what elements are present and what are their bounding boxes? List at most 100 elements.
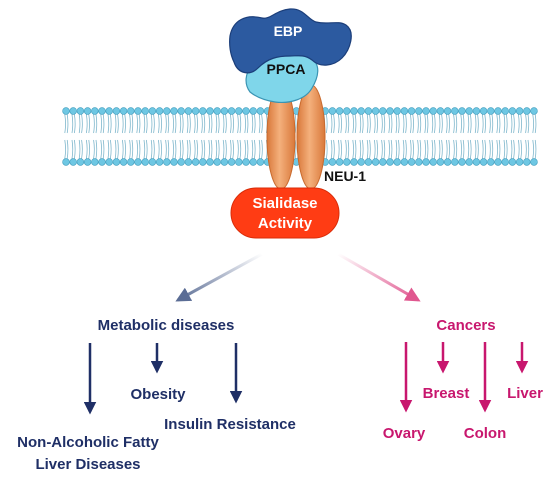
lipid-head: [134, 158, 142, 166]
lipid-head: [443, 158, 452, 166]
lipid-tail: [503, 139, 506, 159]
lipid-head: [112, 107, 121, 115]
lipid-head: [386, 158, 394, 166]
lipid-head: [62, 107, 70, 115]
ebp-label: EBP: [274, 23, 303, 39]
lipid-tail: [431, 114, 434, 134]
lipid-tail: [215, 114, 218, 134]
lipid-head: [206, 107, 214, 115]
lipid-tail: [158, 139, 160, 159]
lipid-head: [422, 158, 430, 166]
lipid-head: [523, 107, 531, 115]
lipid-tail: [484, 139, 486, 159]
lipid-tail: [196, 114, 198, 134]
lipid-head: [350, 107, 358, 115]
lipid-tail: [467, 114, 470, 134]
lipid-tail: [376, 139, 378, 159]
lipid-head: [191, 107, 200, 115]
lipid-tail: [86, 139, 88, 159]
lipid-tail: [333, 139, 335, 159]
lipid-tail: [167, 139, 170, 159]
lipid-tail: [441, 114, 443, 134]
lipid-tail: [208, 114, 210, 134]
lipid-head: [328, 158, 337, 166]
lipid-tail: [470, 114, 472, 134]
lipid-tail: [376, 114, 378, 134]
lipid-tail: [333, 114, 335, 134]
lipid-tail: [462, 139, 465, 159]
lipid-tail: [107, 114, 110, 134]
lipid-tail: [482, 139, 484, 159]
lipid-head: [177, 107, 185, 115]
lipid-head: [494, 107, 502, 115]
lipid-head: [371, 158, 380, 166]
lipid-head: [451, 158, 459, 166]
lipid-tail: [359, 114, 362, 134]
lipid-tail: [390, 114, 393, 134]
lipid-tail: [398, 139, 400, 159]
nafld-label-line1: Non-Alcoholic Fatty: [17, 434, 159, 451]
lipid-tail: [503, 114, 506, 134]
colon-label: Colon: [464, 425, 507, 442]
lipid-tail: [150, 114, 153, 134]
nafld-label-line2: Liver Diseases: [35, 456, 140, 473]
lipid-tail: [251, 139, 254, 159]
lipid-tail: [417, 114, 419, 134]
lipid-head: [530, 107, 538, 115]
lipid-tail: [182, 114, 184, 134]
lipid-tail: [100, 114, 102, 134]
lipid-head: [429, 158, 437, 166]
lipid-head: [98, 107, 106, 115]
lipid-tail: [520, 114, 522, 134]
lipid-tail: [405, 139, 407, 159]
neu1-label: NEU-1: [324, 168, 366, 184]
lipid-tail: [369, 114, 371, 134]
branch-arrow-cancers: [337, 252, 421, 302]
lipid-tail: [160, 114, 162, 134]
lipid-tail: [412, 139, 414, 159]
lipid-tail: [222, 114, 225, 134]
lipid-tail: [330, 114, 333, 134]
lipid-head: [350, 158, 358, 166]
lipid-tail: [513, 139, 515, 159]
lipid-tail: [160, 139, 162, 159]
lipid-tail: [390, 139, 393, 159]
sialidase-activity-pill: [230, 187, 340, 239]
lipid-head: [371, 107, 380, 115]
lipid-tail: [455, 139, 458, 159]
lipid-tail: [426, 139, 429, 159]
lipid-tail: [441, 139, 443, 159]
lipid-tail: [158, 114, 160, 134]
insulin-resistance-label: Insulin Resistance: [164, 416, 296, 433]
lipid-head: [472, 158, 481, 166]
lipid-tail: [527, 139, 530, 159]
lipid-tail: [237, 114, 239, 134]
lipid-head: [386, 107, 394, 115]
lipid-tail: [506, 114, 508, 134]
lipid-tail: [532, 114, 534, 134]
lipid-tail: [117, 114, 119, 134]
lipid-tail: [477, 114, 479, 134]
lipid-tail: [215, 139, 218, 159]
lipid-tail: [100, 139, 102, 159]
lipid-tail: [448, 114, 450, 134]
lipid-tail: [66, 114, 69, 134]
lipid-head: [458, 107, 466, 115]
lipid-tail: [146, 139, 148, 159]
lipid-tail: [369, 139, 371, 159]
lipid-tail: [230, 114, 232, 134]
lipid-head: [177, 158, 185, 166]
lipid-head: [335, 107, 344, 115]
lipid-tail: [174, 139, 177, 159]
lipid-head: [393, 158, 401, 166]
lipid-tail: [210, 139, 213, 159]
lipid-tail: [182, 139, 184, 159]
lipid-head: [199, 107, 207, 115]
ebp-protein: [229, 8, 352, 74]
lipid-tail: [340, 114, 342, 134]
lipid-tail: [446, 114, 448, 134]
sialidase-label-line1: Sialidase: [252, 195, 317, 212]
lipid-head: [393, 107, 401, 115]
lipid-head: [127, 158, 135, 166]
lipid-head: [415, 107, 423, 115]
